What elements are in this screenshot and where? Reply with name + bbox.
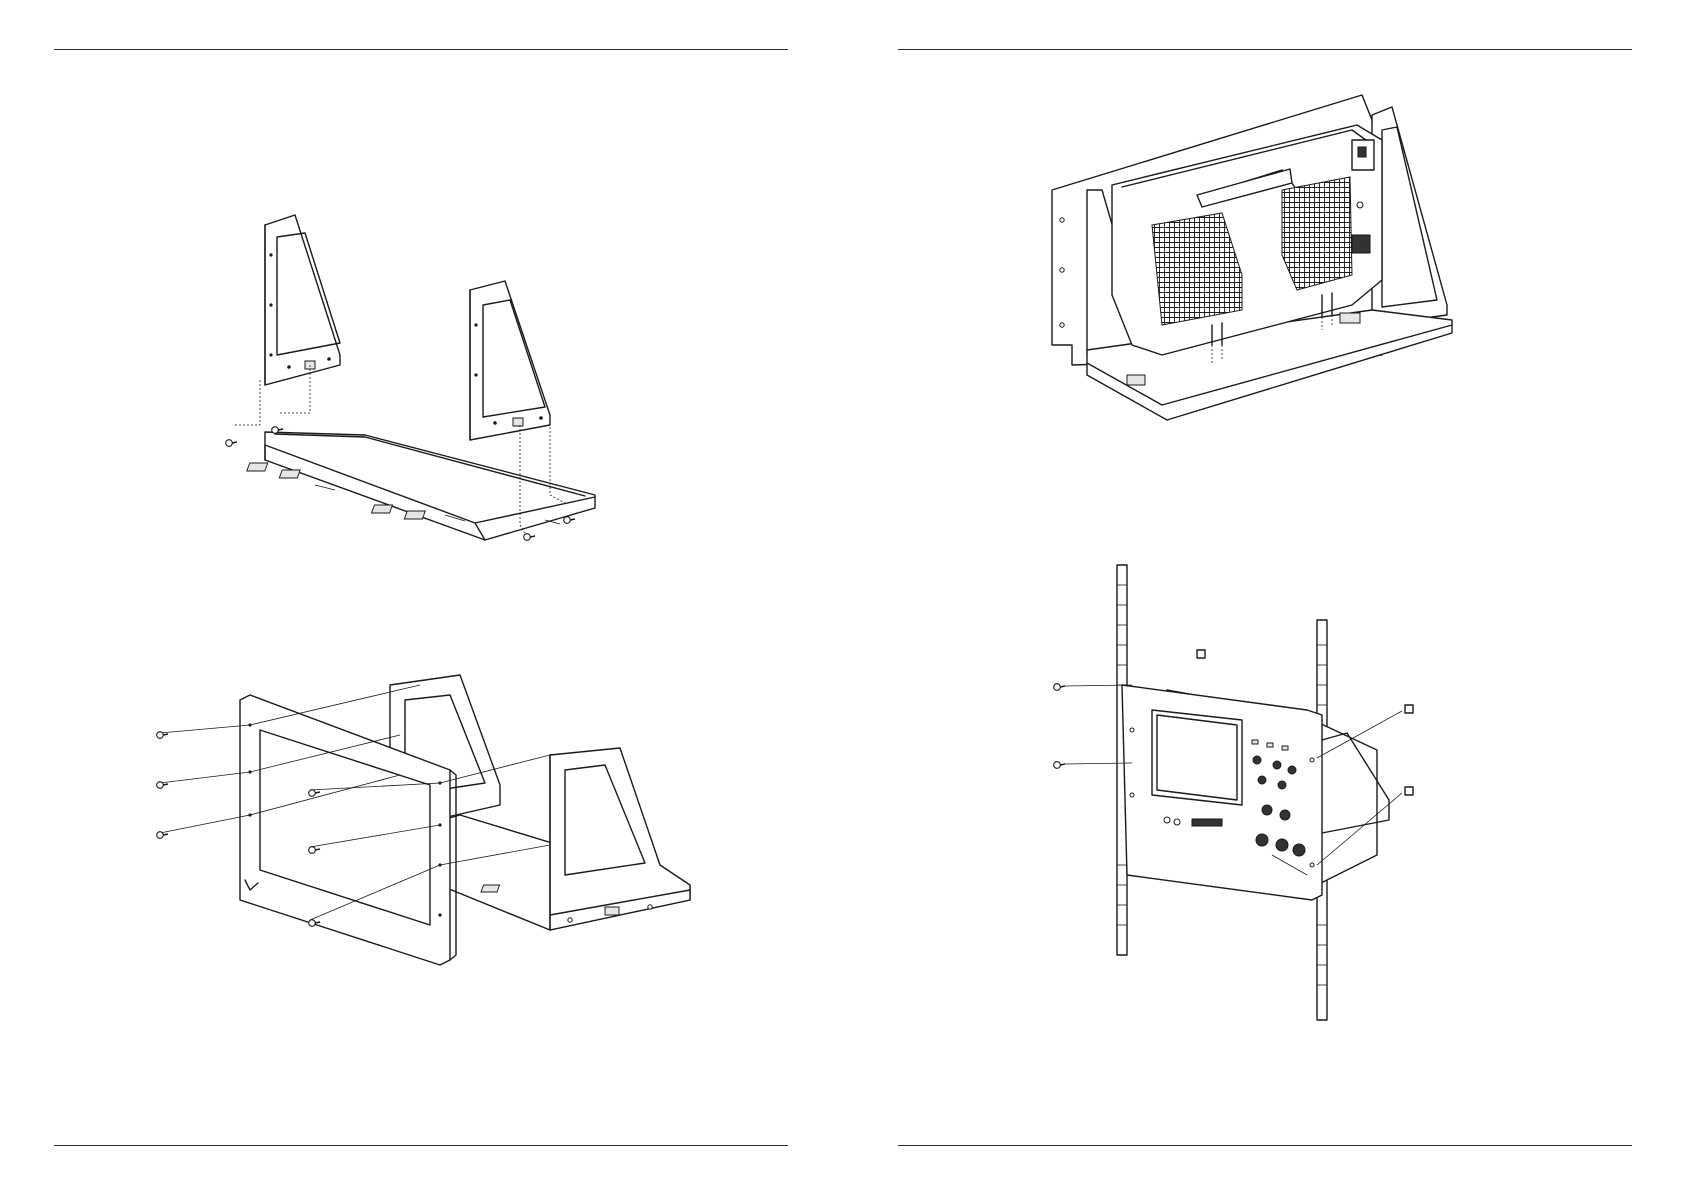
oscilloscope-in-rack-tray-icon — [1052, 95, 1472, 430]
bracket-side-panels-assembly-icon — [205, 215, 625, 555]
rack-rail-mounting-icon — [1017, 565, 1497, 1025]
footer-rule — [54, 1145, 788, 1146]
right-page — [842, 0, 1684, 1190]
footer-rule — [898, 1145, 1632, 1146]
left-page — [0, 0, 842, 1190]
front-panel-assembly-icon — [150, 675, 710, 975]
header-rule — [54, 49, 788, 50]
header-rule — [898, 49, 1632, 50]
